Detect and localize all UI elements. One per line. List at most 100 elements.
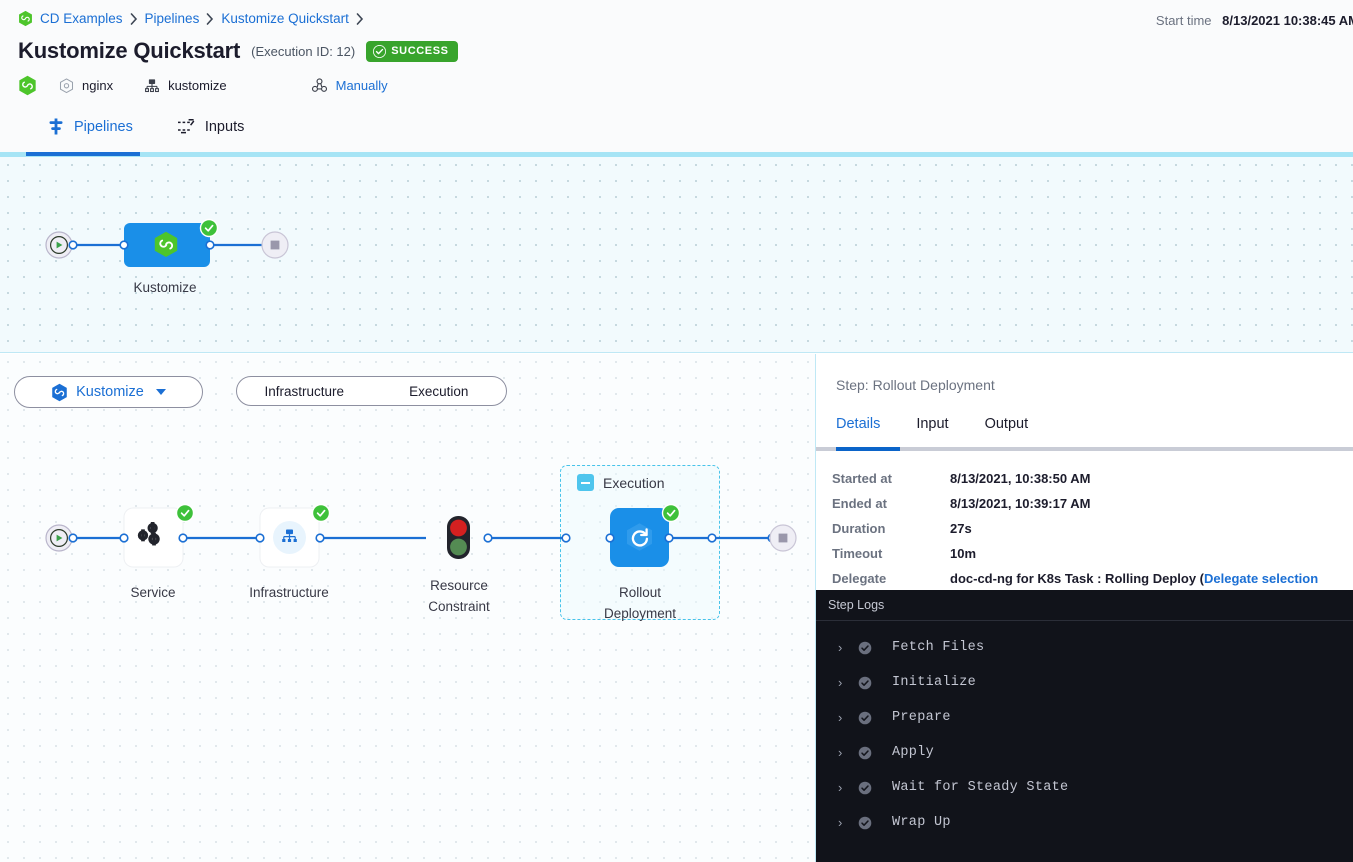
log-row-label: Wait for Steady State	[892, 780, 1069, 795]
step-panel-tab-divider	[816, 447, 1353, 451]
detail-row-started-at: Started at 8/13/2021, 10:38:50 AM	[832, 469, 1342, 488]
detail-value: 8/13/2021, 10:38:50 AM	[950, 471, 1091, 486]
stage-node-label-kustomize: Kustomize	[133, 280, 197, 295]
chevron-right-icon	[130, 12, 137, 25]
log-row-apply[interactable]: › Apply	[816, 735, 1353, 770]
trigger-icon	[311, 77, 327, 92]
chevron-right-icon[interactable]: ›	[838, 815, 843, 830]
log-row-wait-for-steady-state[interactable]: › Wait for Steady State	[816, 770, 1353, 805]
detail-key: Delegate	[832, 571, 887, 586]
chevron-right-icon[interactable]: ›	[838, 780, 843, 795]
meta-row: nginx kustomize	[18, 75, 388, 96]
detail-row-ended-at: Ended at 8/13/2021, 10:39:17 AM	[832, 494, 1342, 513]
section-toggle: Infrastructure Execution	[236, 376, 507, 406]
top-graph-svg	[45, 218, 289, 267]
step-panel-title: Step: Rollout Deployment	[836, 377, 995, 393]
delegate-value-prefix: doc-cd-ng for K8s Task : Rolling Deploy …	[950, 571, 1204, 586]
meta-item-trigger-label[interactable]: Manually	[335, 78, 388, 93]
rollout-icon	[627, 523, 652, 551]
log-row-label: Apply	[892, 745, 935, 760]
chevron-right-icon[interactable]: ›	[838, 745, 843, 760]
chevron-right-icon[interactable]: ›	[838, 640, 843, 655]
node-label-infrastructure: Infrastructure	[249, 585, 329, 600]
start-time: Start time 8/13/2021 10:38:45 AM	[1156, 13, 1353, 28]
node-label-service: Service	[130, 585, 176, 600]
title-row: Kustomize Quickstart (Execution ID: 12) …	[18, 38, 458, 64]
stage-hex-icon	[52, 383, 67, 401]
check-circle-icon	[858, 746, 892, 760]
detail-row-timeout: Timeout 10m	[832, 544, 1342, 563]
segment-infrastructure[interactable]: Infrastructure	[264, 383, 345, 399]
step-logs-header: Step Logs	[816, 590, 1353, 621]
chevron-right-icon	[356, 12, 363, 25]
meta-item-nginx: nginx	[59, 77, 114, 94]
detail-key: Ended at	[832, 496, 887, 511]
step-panel-active-tab-indicator	[836, 447, 900, 451]
meta-item-service	[18, 75, 37, 96]
detail-value: 10m	[950, 546, 977, 561]
pipeline-canvas-bottom[interactable]	[0, 354, 815, 862]
log-row-label: Fetch Files	[892, 640, 985, 655]
log-row-initialize[interactable]: › Initialize	[816, 665, 1353, 700]
log-row-label: Initialize	[892, 675, 977, 690]
step-logs-list: › Fetch Files › Initialize	[816, 621, 1353, 840]
step-panel-tabs: Details Input Output	[836, 416, 1064, 444]
stage-selector-label: Kustomize	[76, 384, 144, 400]
tab-output[interactable]: Output	[984, 416, 1029, 432]
check-circle-icon	[858, 676, 892, 690]
tab-pipelines[interactable]: Pipelines	[26, 118, 155, 149]
inputs-icon	[177, 119, 195, 134]
log-row-wrap-up[interactable]: › Wrap Up	[816, 805, 1353, 840]
breadcrumb-item-1[interactable]: Pipelines	[144, 11, 200, 26]
start-time-label: Start time	[1155, 13, 1212, 28]
chevron-right-icon[interactable]: ›	[838, 710, 843, 725]
meta-item-trigger: Manually	[311, 77, 388, 94]
step-details-panel: Step: Rollout Deployment Details Input O…	[815, 354, 1353, 862]
step-logs-panel: Step Logs › Fetch Files › In	[816, 590, 1353, 862]
detail-key: Timeout	[832, 546, 883, 561]
breadcrumb-item-0[interactable]: CD Examples	[40, 11, 123, 26]
chevron-right-icon	[207, 12, 214, 25]
tab-pipelines-label: Pipelines	[74, 118, 133, 135]
service-hex-icon	[59, 77, 74, 93]
check-circle-icon	[373, 44, 387, 58]
bottom-graph-svg	[45, 503, 797, 568]
log-row-prepare[interactable]: › Prepare	[816, 700, 1353, 735]
breadcrumb: CD Examples Pipelines Kustomize Quicksta…	[18, 10, 364, 27]
service-gears-icon	[137, 522, 160, 546]
segment-execution[interactable]: Execution	[409, 383, 469, 399]
harness-hex-icon	[19, 75, 36, 96]
check-circle-icon	[858, 711, 892, 725]
pipeline-canvas-top[interactable]: Kustomize	[0, 157, 1353, 353]
meta-item-kustomize-label: kustomize	[168, 78, 227, 93]
active-tab-indicator	[26, 152, 140, 156]
traffic-light-icon	[447, 516, 470, 559]
harness-hex-icon	[19, 10, 32, 27]
detail-key: Duration	[832, 521, 886, 536]
detail-value: 8/13/2021, 10:39:17 AM	[950, 496, 1091, 511]
check-circle-icon	[858, 816, 892, 830]
tab-inputs[interactable]: Inputs	[155, 118, 267, 149]
execution-group-title: Execution	[577, 474, 664, 491]
execution-group-label: Execution	[603, 474, 665, 491]
tab-input[interactable]: Input	[916, 416, 949, 432]
tab-details[interactable]: Details	[836, 416, 881, 432]
infrastructure-node-icon	[282, 529, 297, 542]
main-tabs: Pipelines Inputs	[26, 118, 266, 149]
log-row-label: Prepare	[892, 710, 951, 725]
breadcrumb-item-2[interactable]: Kustomize Quickstart	[221, 11, 349, 26]
detail-key: Started at	[832, 471, 892, 486]
execution-progress-bar	[0, 152, 1353, 157]
page-header: CD Examples Pipelines Kustomize Quicksta…	[0, 0, 1353, 157]
execution-id: (Execution ID: 12)	[251, 43, 356, 59]
chevron-right-icon[interactable]: ›	[838, 675, 843, 690]
log-row-fetch-files[interactable]: › Fetch Files	[816, 630, 1353, 665]
meta-item-nginx-label: nginx	[82, 78, 114, 93]
status-badge-label: SUCCESS	[391, 45, 449, 57]
status-badge: SUCCESS	[366, 40, 458, 62]
collapse-icon[interactable]	[577, 474, 594, 491]
detail-row-duration: Duration 27s	[832, 519, 1342, 538]
stage-selector-dropdown[interactable]: Kustomize	[14, 376, 203, 408]
